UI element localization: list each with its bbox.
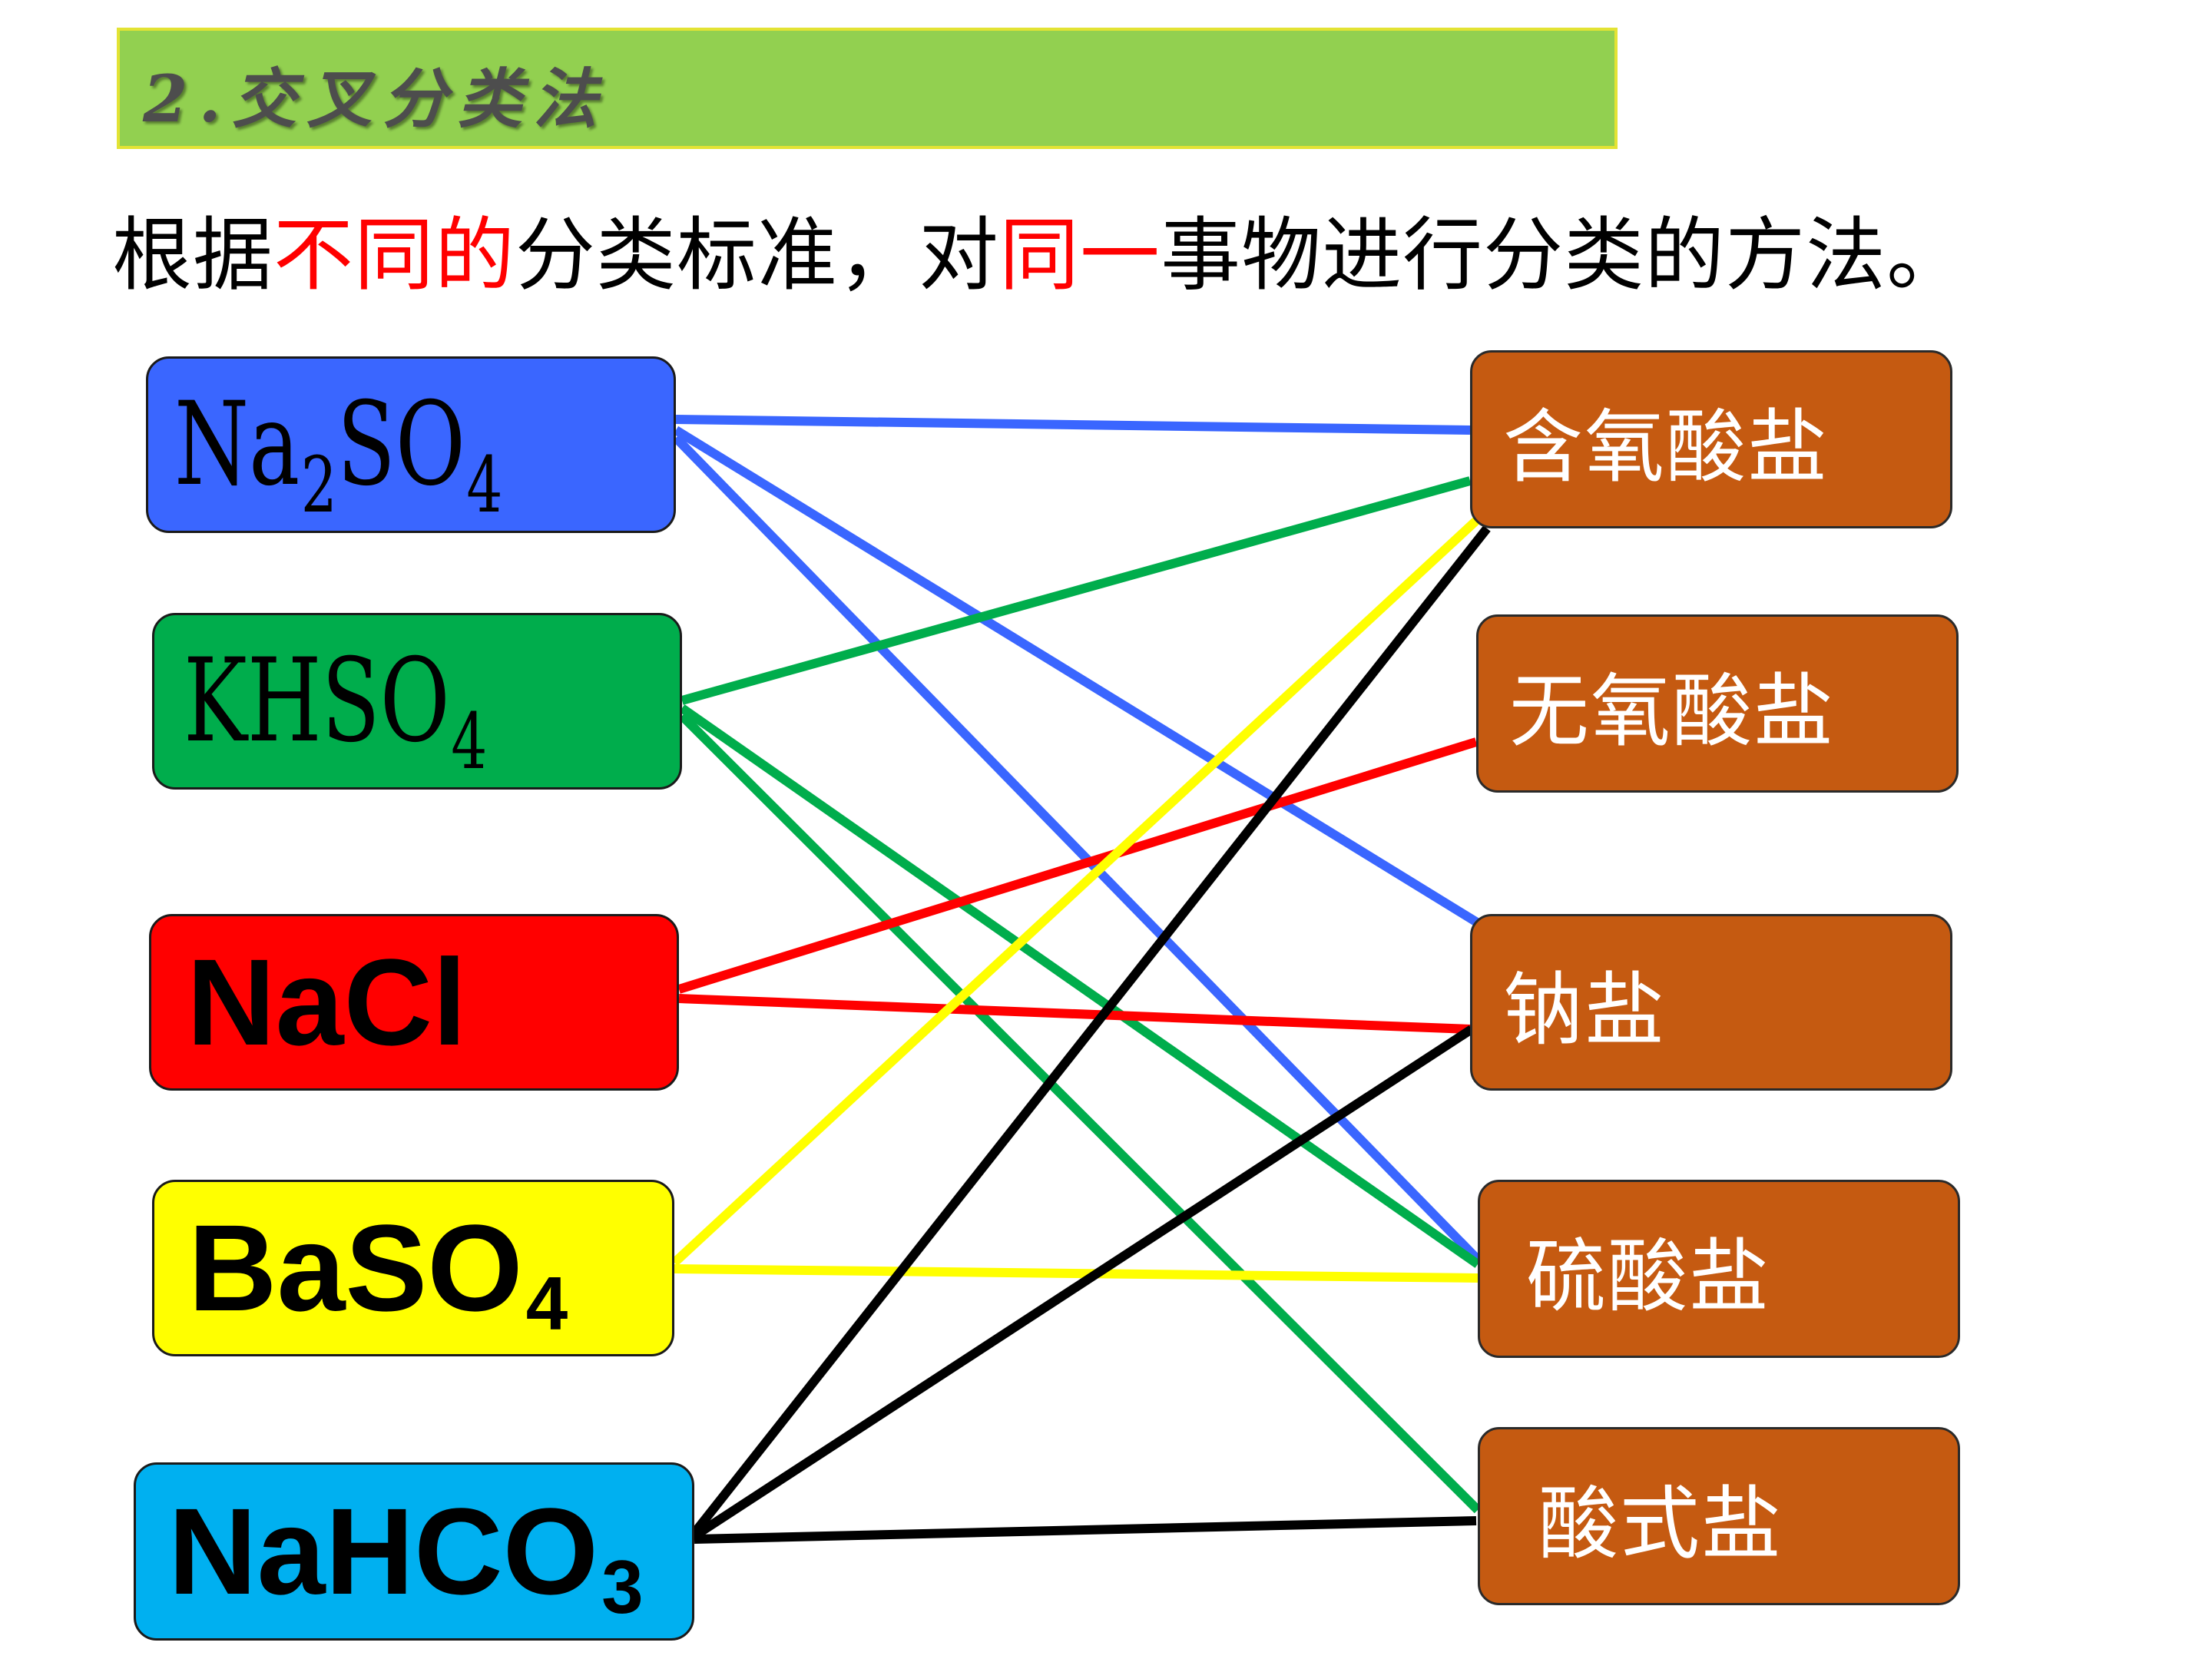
connector-na2so4-to-sulfate: [672, 434, 1482, 1263]
definition-text: 根据不同的分类标准，对同一事物进行分类的方法。: [112, 201, 1967, 309]
formula-subscript: 4: [451, 696, 488, 786]
category-box-sodium-salt: 钠盐: [1470, 914, 1952, 1091]
connector-khso4-to-sulfate: [679, 704, 1481, 1268]
formula-part: NaCl: [187, 933, 467, 1071]
category-label: 钠盐: [1503, 962, 1667, 1057]
compound-box-nacl: NaCl: [149, 914, 679, 1091]
definition-segment: 根据: [112, 208, 274, 302]
definition-highlight: 同一: [999, 208, 1161, 302]
formula-part: Na: [174, 378, 300, 512]
connector-nahco3-to-sodium: [691, 1025, 1475, 1541]
section-header-bar: 2.交叉分类法: [117, 28, 1618, 149]
connector-nacl-to-sodium: [678, 994, 1471, 1034]
formula-part: NaHCO: [168, 1482, 599, 1620]
definition-segment: 分类标准，对: [515, 208, 1000, 302]
category-label: 含氧酸盐: [1503, 399, 1830, 494]
connector-baso4-to-sulfate: [674, 1264, 1479, 1283]
definition-segment: 事物进行分类的方法。: [1161, 208, 1968, 302]
formula-subscript: 2: [300, 439, 337, 530]
connector-nacl-to-nonoxo: [677, 737, 1478, 994]
category-label: 硫酸盐: [1526, 1229, 1771, 1323]
section-title: 2.交叉分类法: [143, 61, 608, 137]
connector-na2so4-to-oxo: [675, 415, 1471, 435]
connector-na2so4-to-sodium: [673, 426, 1484, 929]
formula-subscript: 3: [601, 1544, 644, 1629]
category-box-non-oxo-acid-salt: 无氧酸盐: [1476, 614, 1959, 793]
connector-baso4-to-oxo: [671, 515, 1482, 1267]
category-box-sulfate-salt: 硫酸盐: [1478, 1180, 1960, 1358]
formula-part: SO: [336, 378, 465, 512]
formula-part: KHSO: [184, 634, 450, 768]
definition-highlight: 不同的: [273, 208, 516, 302]
connector-khso4-to-acidic: [678, 712, 1482, 1514]
connector-khso4-to-oxo: [680, 476, 1472, 705]
category-box-acidic-salt: 酸式盐: [1478, 1427, 1960, 1605]
category-label: 酸式盐: [1538, 1476, 1783, 1571]
category-label: 无氧酸盐: [1509, 664, 1836, 758]
connector-nahco3-to-oxo: [690, 525, 1491, 1536]
compound-label: NaCl: [187, 916, 712, 1088]
formula-subscript: 4: [525, 1260, 568, 1346]
category-box-oxo-acid-salt: 含氧酸盐: [1470, 350, 1952, 528]
formula-part: BaSO: [188, 1199, 523, 1336]
connector-nahco3-to-acidic: [694, 1516, 1477, 1544]
formula-subscript: 4: [466, 439, 503, 530]
